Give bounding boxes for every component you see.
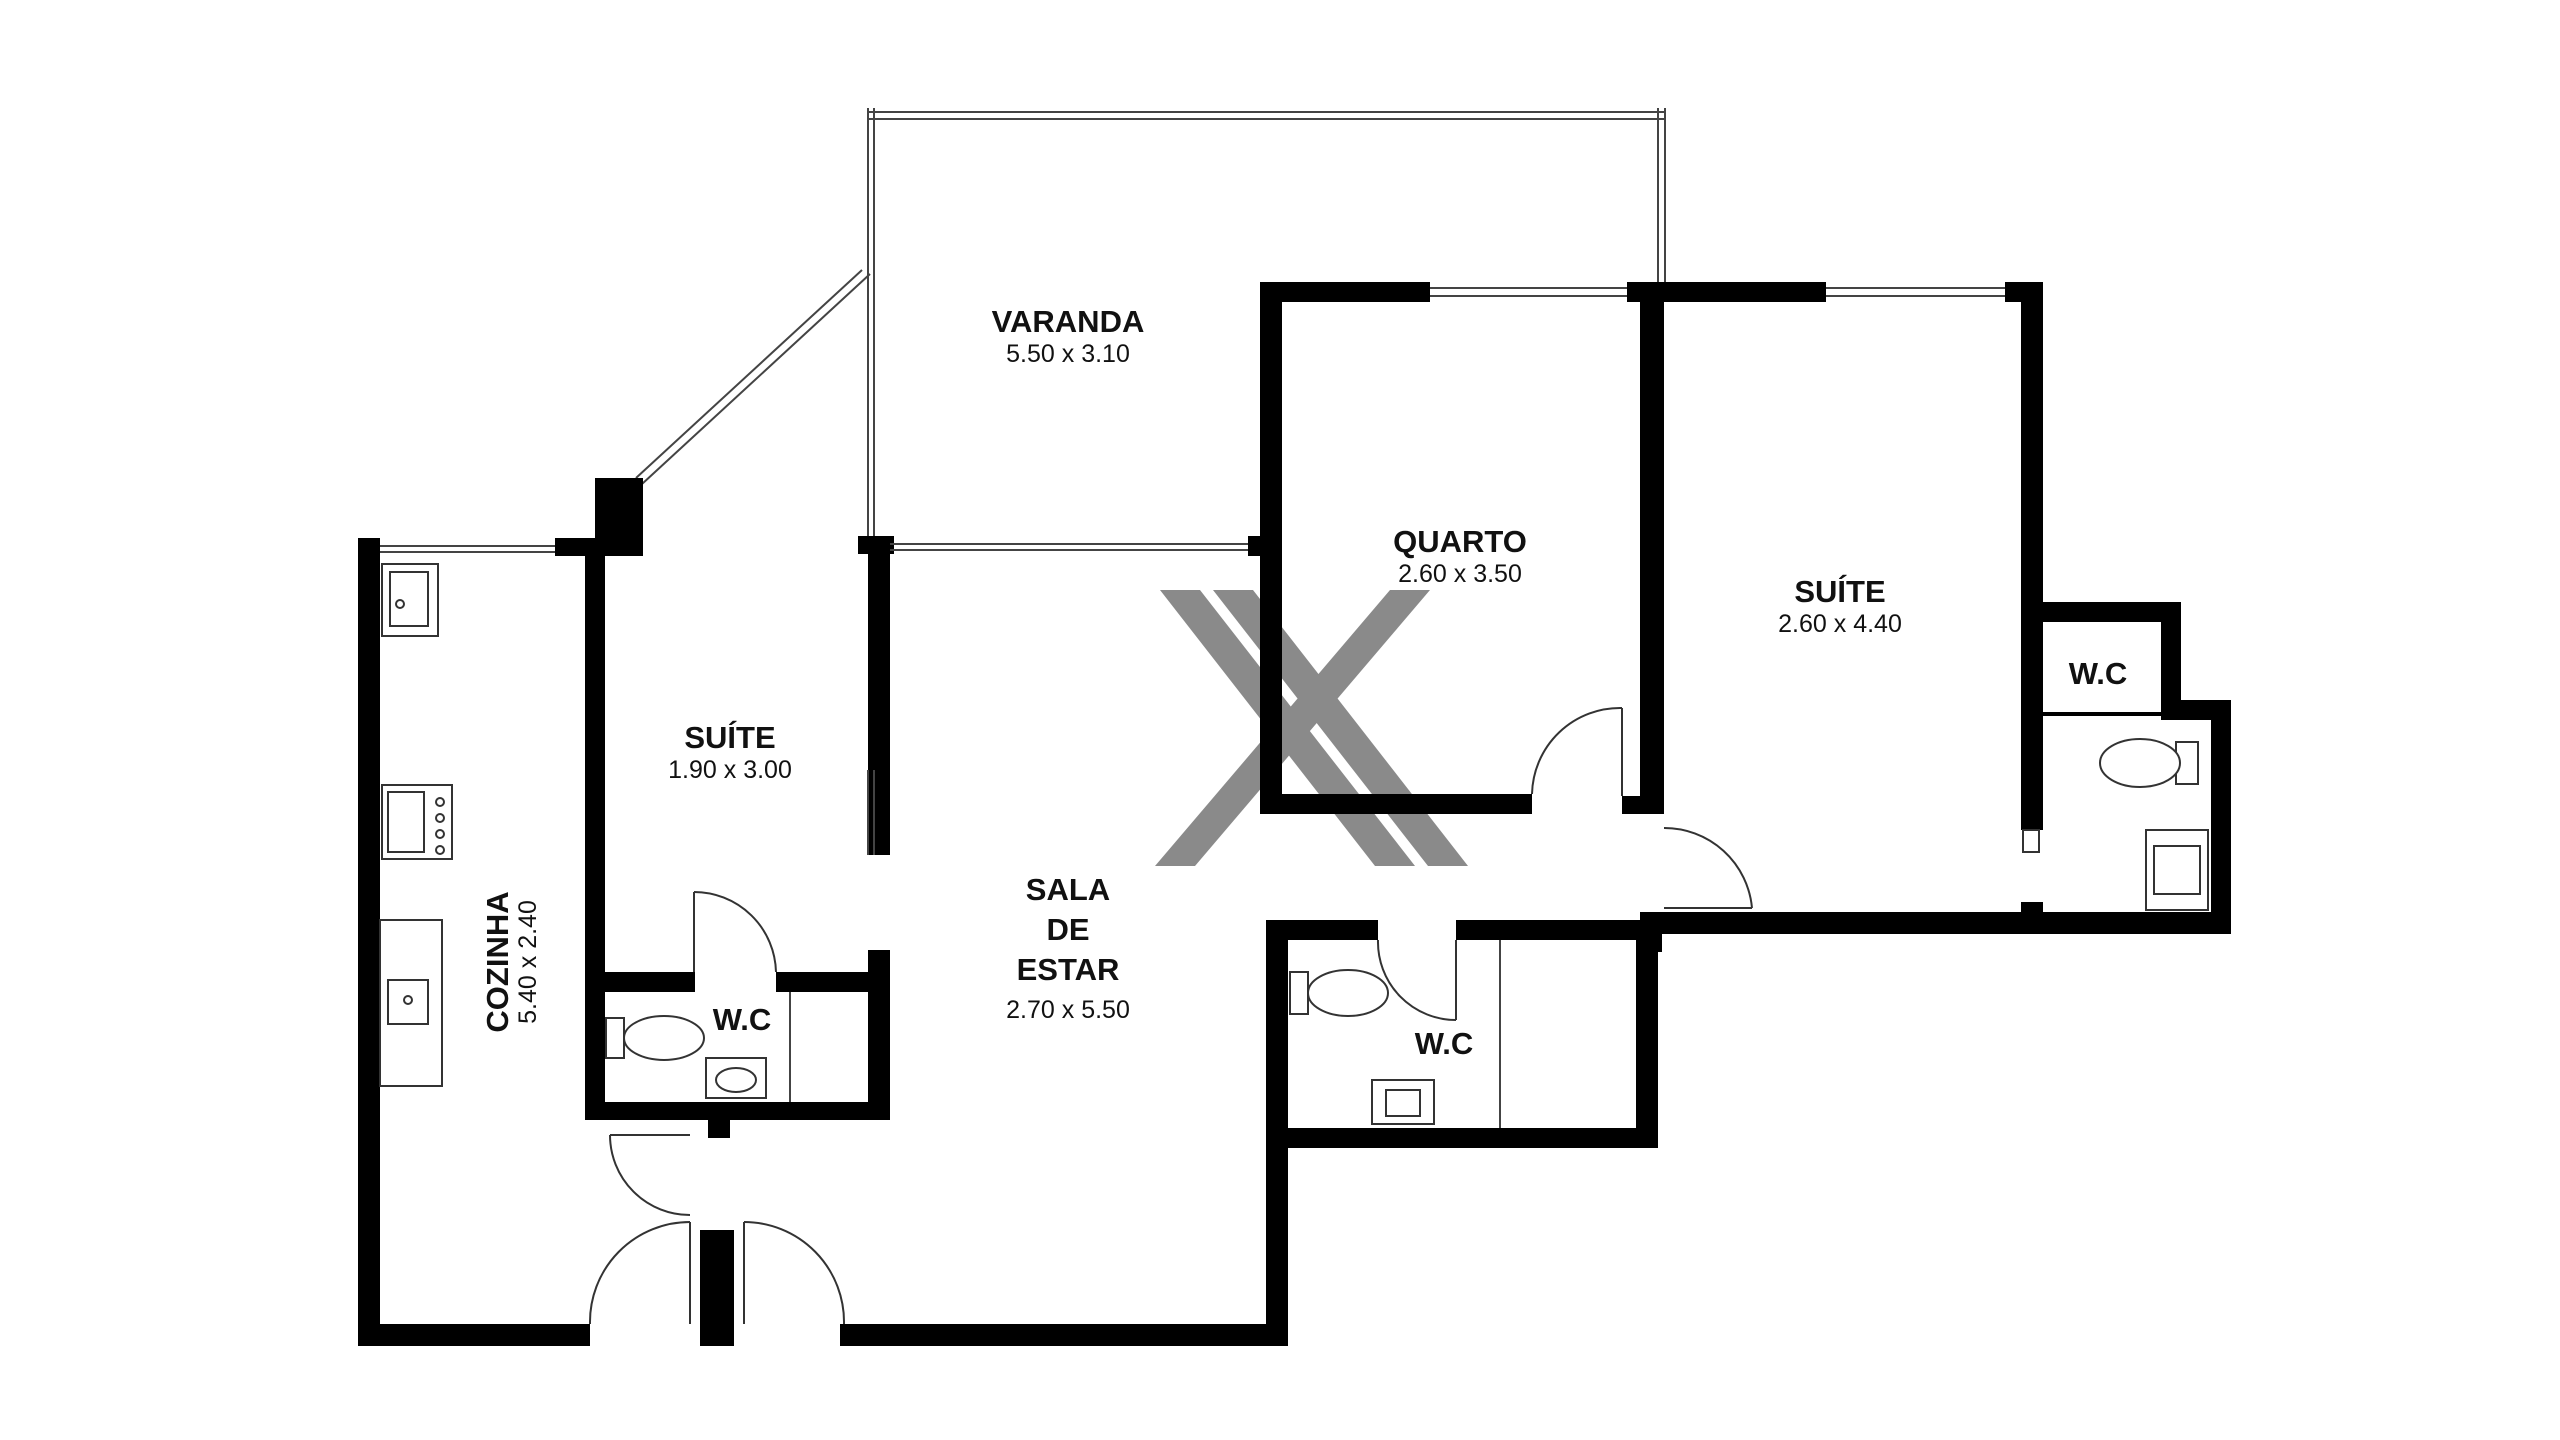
toilet-icon bbox=[2099, 738, 2199, 788]
sink-icon bbox=[1371, 1079, 1435, 1125]
doors bbox=[588, 706, 2040, 1325]
cozinha-dim: 5.40 x 2.40 bbox=[514, 900, 542, 1024]
fixtures bbox=[379, 563, 2209, 1128]
sala-name-3: ESTAR bbox=[1017, 952, 1120, 987]
wc-center-name: W.C bbox=[1415, 1026, 1474, 1061]
logo-x-icon bbox=[1155, 590, 1468, 866]
suite-left-dim: 1.90 x 3.00 bbox=[668, 756, 792, 784]
varanda-name: VARANDA bbox=[992, 304, 1145, 339]
cozinha-name: COZINHA bbox=[480, 891, 515, 1032]
suite-right-name: SUÍTE bbox=[1794, 574, 1885, 609]
stove-icon bbox=[381, 784, 453, 860]
suite-right-dim: 2.60 x 4.40 bbox=[1778, 610, 1902, 638]
windows bbox=[380, 287, 2005, 855]
walls bbox=[358, 282, 2231, 1346]
varanda-dim: 5.50 x 3.10 bbox=[1006, 340, 1130, 368]
sink-icon bbox=[705, 1057, 767, 1099]
suite-left-name: SUÍTE bbox=[684, 720, 775, 755]
sink-icon bbox=[379, 919, 443, 1087]
sink-icon bbox=[381, 563, 439, 637]
room-labels: VARANDA 5.50 x 3.10 QUARTO 2.60 x 3.50 S… bbox=[480, 304, 2127, 1061]
sala-name-1: SALA bbox=[1026, 872, 1110, 907]
toilet-icon bbox=[1289, 969, 1389, 1017]
quarto-dim: 2.60 x 3.50 bbox=[1398, 560, 1522, 588]
sala-name-2: DE bbox=[1046, 912, 1089, 947]
varanda-outline bbox=[635, 108, 1666, 545]
toilet-icon bbox=[605, 1015, 705, 1061]
sink-icon bbox=[2145, 829, 2209, 911]
quarto-name: QUARTO bbox=[1393, 524, 1527, 559]
sala-dim: 2.70 x 5.50 bbox=[1006, 996, 1130, 1024]
wc-right-name: W.C bbox=[2069, 656, 2128, 691]
wc-left-name: W.C bbox=[713, 1002, 772, 1037]
